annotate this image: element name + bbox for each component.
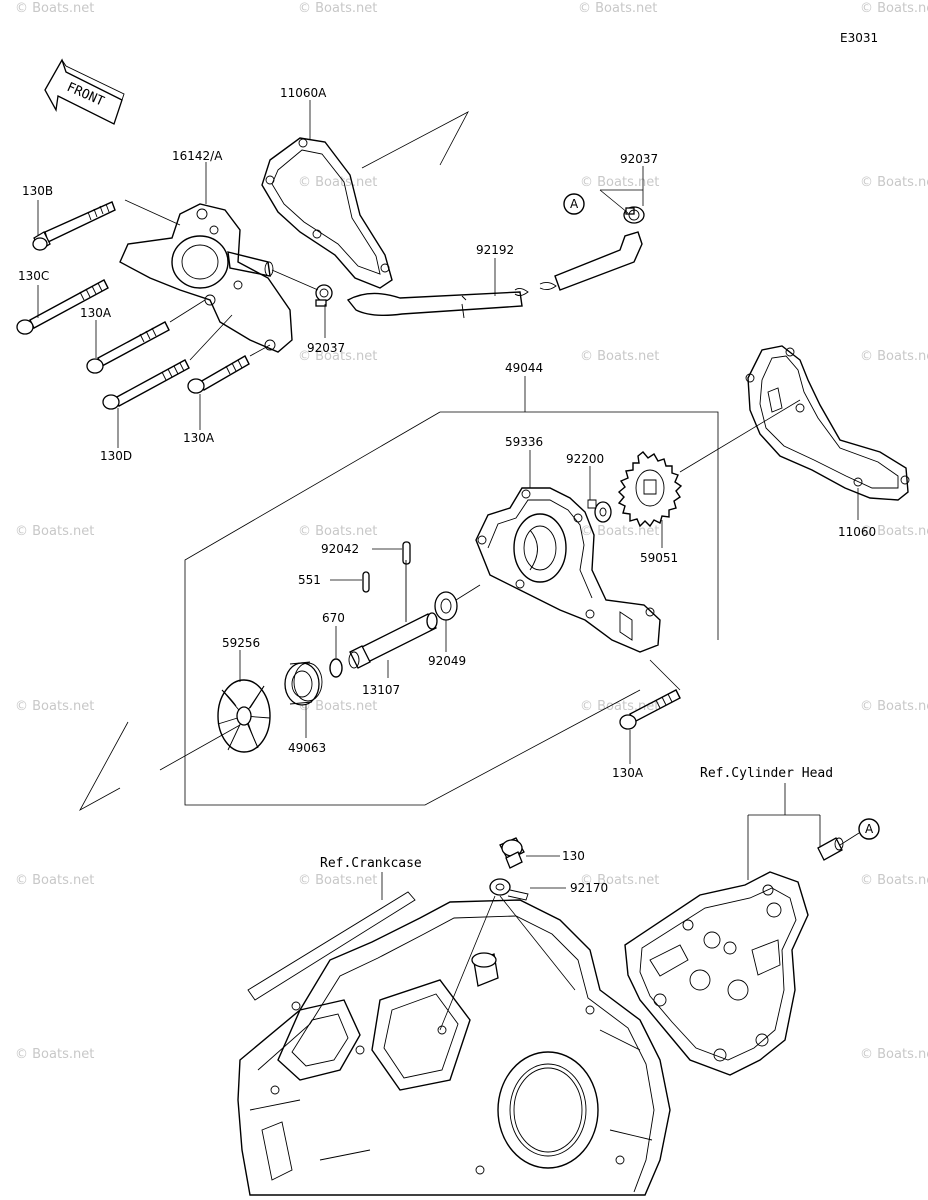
label-130D: 130D <box>100 449 132 463</box>
label-92192: 92192 <box>476 243 514 257</box>
watermark: © Boats.net <box>15 524 94 539</box>
watermark: © Boats.net <box>15 873 94 888</box>
label-130C: 130C <box>18 269 49 283</box>
bolt-130A-left[interactable] <box>86 321 170 374</box>
watermark: © Boats.net <box>860 349 928 364</box>
watermarks: © Boats.net © Boats.net © Boats.net © Bo… <box>15 1 928 1062</box>
watermark: © Boats.net <box>15 699 94 714</box>
watermark: © Boats.net <box>298 349 377 364</box>
clamp-92037-left[interactable] <box>315 284 333 307</box>
pump-cover-16142A[interactable] <box>119 203 293 353</box>
label-92037-right: 92037 <box>620 152 658 166</box>
label-130B: 130B <box>22 184 53 198</box>
shaft-13107[interactable] <box>348 560 438 669</box>
watermark: © Boats.net <box>298 175 377 190</box>
label-11060: 11060 <box>838 525 876 539</box>
label-11060A: 11060A <box>280 86 327 100</box>
label-59336: 59336 <box>505 435 543 449</box>
label-130: 130 <box>562 849 585 863</box>
label-130A-center: 130A <box>183 431 215 445</box>
watermark: © Boats.net <box>298 524 377 539</box>
watermark: © Boats.net <box>860 699 928 714</box>
label-92042: 92042 <box>321 542 359 556</box>
watermark: © Boats.net <box>860 175 928 190</box>
watermark: © Boats.net <box>580 524 659 539</box>
assembly-box-49044 <box>184 411 719 806</box>
marker-a-top: A <box>563 193 585 215</box>
pin-551[interactable] <box>362 571 370 593</box>
bolt-130A-center[interactable] <box>187 355 250 394</box>
watermark: © Boats.net <box>578 1 657 16</box>
label-130A-left: 130A <box>80 306 112 320</box>
watermark: © Boats.net <box>860 873 928 888</box>
label-130A-right: 130A <box>612 766 644 780</box>
gear-59051[interactable] <box>617 451 683 528</box>
watermark: © Boats.net <box>860 1047 928 1062</box>
label-49044: 49044 <box>505 361 543 375</box>
bolt-130B[interactable] <box>32 201 116 251</box>
cylinder-head[interactable] <box>624 871 809 1076</box>
watermark: © Boats.net <box>860 1 928 16</box>
label-670: 670 <box>322 611 345 625</box>
pump-body-59336[interactable] <box>475 487 661 653</box>
bolt-130C[interactable] <box>16 279 109 335</box>
watermark: © Boats.net <box>15 1 94 16</box>
watermark: © Boats.net <box>298 873 377 888</box>
impeller-59256[interactable] <box>217 679 271 753</box>
pin-92042[interactable] <box>402 541 411 565</box>
marker-a-label: A <box>865 822 874 836</box>
ref-cylinder-head: Ref.Cylinder Head <box>700 766 833 781</box>
washer-92200[interactable] <box>587 499 612 523</box>
label-13107: 13107 <box>362 683 400 697</box>
hose-92192[interactable] <box>346 231 643 319</box>
watermark: © Boats.net <box>580 175 659 190</box>
label-49063: 49063 <box>288 741 326 755</box>
watermark: © Boats.net <box>860 524 928 539</box>
o-ring-670[interactable] <box>329 658 343 678</box>
watermark: © Boats.net <box>15 1047 94 1062</box>
clamp-92037-right[interactable] <box>623 206 645 224</box>
diagram-code: E3031 <box>840 31 878 45</box>
label-92170: 92170 <box>570 881 608 895</box>
marker-a-bottom: A <box>858 818 880 840</box>
bolt-130A-right[interactable] <box>619 689 681 730</box>
gasket-11060[interactable] <box>745 345 910 501</box>
label-92049: 92049 <box>428 654 466 668</box>
mech-seal-49063[interactable] <box>284 661 323 706</box>
ref-crankcase: Ref.Crankcase <box>320 856 422 871</box>
front-arrow: FRONT <box>44 58 125 125</box>
watermark: © Boats.net <box>580 699 659 714</box>
label-551: 551 <box>298 573 321 587</box>
drain-bolt-130[interactable] <box>499 837 525 869</box>
watermark: © Boats.net <box>580 349 659 364</box>
label-92037-left: 92037 <box>307 341 345 355</box>
label-16142A: 16142/A <box>172 149 223 163</box>
bolt-130D[interactable] <box>102 359 190 410</box>
label-92200: 92200 <box>566 452 604 466</box>
watermark: © Boats.net <box>580 873 659 888</box>
watermark: © Boats.net <box>298 699 377 714</box>
fitting-cylinder-head[interactable] <box>817 837 844 861</box>
gasket-11060A[interactable] <box>261 137 393 289</box>
label-59256: 59256 <box>222 636 260 650</box>
seal-92049[interactable] <box>434 591 458 621</box>
crankcase[interactable] <box>237 899 671 1196</box>
label-59051: 59051 <box>640 551 678 565</box>
watermark: © Boats.net <box>298 1 377 16</box>
washer-92170[interactable] <box>489 878 529 901</box>
marker-a-label: A <box>570 197 579 211</box>
